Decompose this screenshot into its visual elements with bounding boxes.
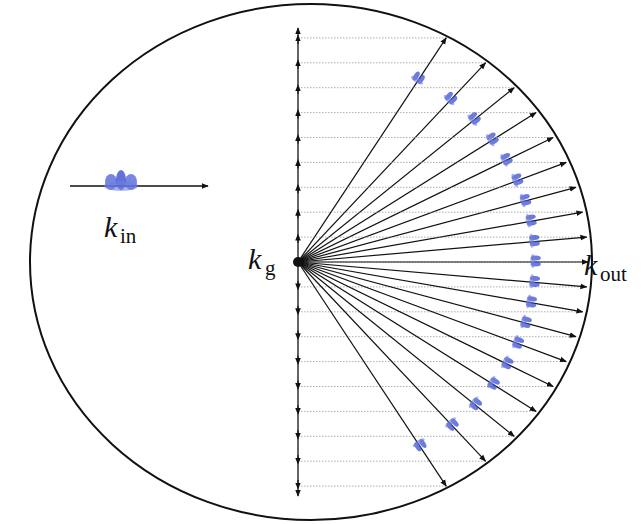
- guide-line: [298, 212, 583, 213]
- guide-line: [298, 237, 587, 238]
- guide-line: [298, 361, 566, 362]
- wave-packet: [510, 171, 525, 188]
- subscript: g: [265, 258, 276, 279]
- wave-packet: [442, 90, 459, 107]
- wavevector-symbol: k: [104, 212, 117, 242]
- guide-line: [298, 311, 583, 312]
- guide-line: [298, 162, 566, 163]
- k-out-arrow: [298, 262, 486, 461]
- incident-wavevector: [70, 170, 208, 191]
- k-g-axis: [297, 28, 298, 262]
- wave-packet: [484, 130, 500, 147]
- k-out-arrow: [298, 262, 583, 312]
- guide-line: [298, 411, 536, 412]
- wave-packet: [519, 314, 533, 330]
- wave-packet: [529, 274, 541, 289]
- k-out-arrow: [298, 88, 514, 262]
- wave-packet: [444, 416, 461, 433]
- guide-line: [298, 336, 576, 337]
- wave-packet: [410, 70, 427, 86]
- k-g-axis: [297, 262, 298, 496]
- guide-line: [298, 187, 576, 188]
- wave-packet: [412, 437, 429, 453]
- origin-dot: [293, 257, 303, 267]
- guide-line: [298, 137, 553, 138]
- wave-packet: [104, 170, 138, 191]
- guide-line: [298, 486, 446, 487]
- k-out-arrow: [298, 261, 588, 262]
- k-out-arrow: [298, 187, 576, 262]
- guide-line: [298, 461, 486, 462]
- wave-packet: [467, 395, 484, 412]
- wave-packet: [529, 233, 541, 248]
- guide-line: [298, 386, 553, 387]
- k-out-arrow: [298, 237, 587, 262]
- k-out-arrow: [298, 262, 553, 387]
- wave-packet: [525, 212, 538, 228]
- guide-line: [298, 62, 486, 63]
- wavevector-symbol: k: [584, 250, 597, 280]
- k-out-arrow: [298, 262, 514, 436]
- k-out-arrow: [298, 262, 446, 486]
- wave-packet: [519, 192, 533, 208]
- wave-packet: [499, 151, 515, 168]
- wave-packet: [530, 254, 541, 268]
- wavevector-symbol: k: [248, 244, 261, 274]
- subscript: in: [120, 226, 136, 247]
- ewald-circle: [30, 4, 592, 520]
- wave-packet: [525, 294, 538, 310]
- guide-line: [298, 262, 588, 263]
- k-in-arrow: [70, 185, 208, 187]
- guide-line: [298, 37, 446, 38]
- wave-packet: [511, 334, 526, 351]
- wave-packet: [466, 110, 483, 127]
- guide-line: [298, 87, 514, 88]
- guide-line: [298, 112, 536, 113]
- guide-line: [298, 436, 514, 437]
- wave-packet: [500, 354, 516, 371]
- wave-packet: [485, 375, 501, 392]
- subscript: out: [600, 264, 627, 285]
- diffracted-wavevectors: [293, 28, 588, 496]
